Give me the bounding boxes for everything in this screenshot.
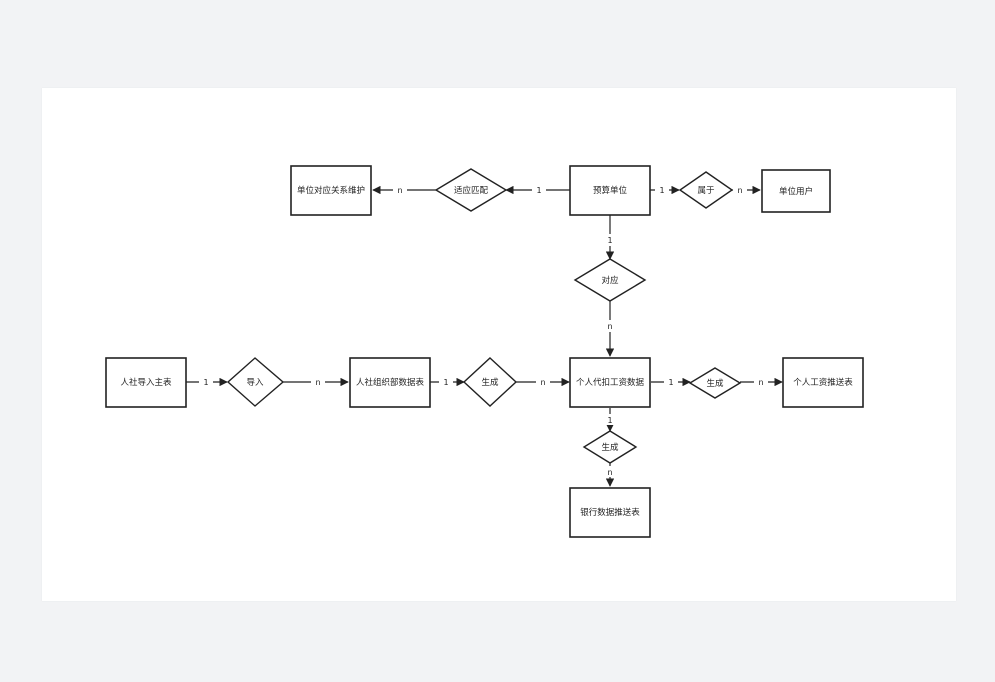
entity-unit-user-label: 单位用户 bbox=[779, 186, 813, 197]
entity-hr-import-main[interactable]: 人社导入主表 bbox=[105, 357, 187, 408]
relation-adapt-match[interactable]: 适应匹配 bbox=[434, 168, 508, 212]
relation-belongs-to[interactable]: 属于 bbox=[678, 171, 734, 209]
entity-unit-mapping[interactable]: 单位对应关系维护 bbox=[290, 165, 372, 216]
cardinality-correspond-to-withholding: n bbox=[607, 322, 612, 331]
relation-correspond-label: 对应 bbox=[601, 275, 619, 286]
entity-bank-push-label: 银行数据推送表 bbox=[580, 507, 640, 518]
cardinality-main-to-import: 1 bbox=[203, 378, 208, 387]
cardinality-budget-to-correspond: 1 bbox=[607, 236, 612, 245]
cardinality-import-to-org: n bbox=[315, 378, 320, 387]
relation-generate-2-label: 生成 bbox=[706, 378, 724, 389]
relation-belongs-to-label: 属于 bbox=[697, 186, 715, 196]
cardinality-belongs-to-user: n bbox=[737, 186, 742, 195]
entity-bank-push[interactable]: 银行数据推送表 bbox=[569, 487, 651, 538]
entity-personal-withholding[interactable]: 个人代扣工资数据 bbox=[569, 357, 651, 408]
relation-generate-3-label: 生成 bbox=[601, 442, 619, 453]
diagram-canvas: 1 n 1 n 1 n 1 n 1 n 1 n 1 n 单位对应关系维护 预算单… bbox=[42, 88, 956, 601]
entity-personal-push-label: 个人工资推送表 bbox=[793, 377, 853, 388]
relation-generate-1[interactable]: 生成 bbox=[462, 357, 518, 407]
entity-personal-withholding-label: 个人代扣工资数据 bbox=[576, 377, 645, 388]
cardinality-labels: 1 n 1 n 1 n 1 n 1 n 1 n 1 n bbox=[199, 184, 768, 477]
entity-personal-push[interactable]: 个人工资推送表 bbox=[782, 357, 864, 408]
entity-budget-unit-label: 预算单位 bbox=[593, 185, 628, 196]
relation-import-label: 导入 bbox=[246, 378, 264, 388]
er-diagram: 1 n 1 n 1 n 1 n 1 n 1 n 1 n 单位对应关系维护 预算单… bbox=[105, 165, 864, 538]
relation-import[interactable]: 导入 bbox=[226, 357, 285, 407]
entity-unit-mapping-label: 单位对应关系维护 bbox=[297, 185, 365, 196]
entity-unit-user[interactable]: 单位用户 bbox=[761, 169, 831, 213]
cardinality-budget-to-belongs: 1 bbox=[659, 186, 664, 195]
cardinality-adapt-to-mapping: n bbox=[397, 186, 402, 195]
cardinality-withholding-to-generate-down: 1 bbox=[607, 416, 612, 425]
relation-generate-3[interactable]: 生成 bbox=[582, 430, 638, 464]
entity-hr-org-data[interactable]: 人社组织部数据表 bbox=[349, 357, 431, 408]
cardinality-withholding-to-generate: 1 bbox=[668, 378, 673, 387]
relation-adapt-match-label: 适应匹配 bbox=[454, 185, 489, 196]
entity-hr-org-data-label: 人社组织部数据表 bbox=[356, 377, 425, 388]
cardinality-generate-to-bank: n bbox=[607, 468, 612, 477]
relation-correspond[interactable]: 对应 bbox=[573, 258, 647, 302]
relation-generate-2[interactable]: 生成 bbox=[688, 367, 742, 399]
relation-generate-1-label: 生成 bbox=[481, 377, 499, 388]
cardinality-generate-to-withholding: n bbox=[540, 378, 545, 387]
cardinality-budget-to-adapt: 1 bbox=[536, 186, 541, 195]
cardinality-org-to-generate: 1 bbox=[443, 378, 448, 387]
entity-hr-import-main-label: 人社导入主表 bbox=[120, 377, 172, 388]
cardinality-generate-to-push: n bbox=[758, 378, 763, 387]
entity-budget-unit[interactable]: 预算单位 bbox=[569, 165, 651, 216]
